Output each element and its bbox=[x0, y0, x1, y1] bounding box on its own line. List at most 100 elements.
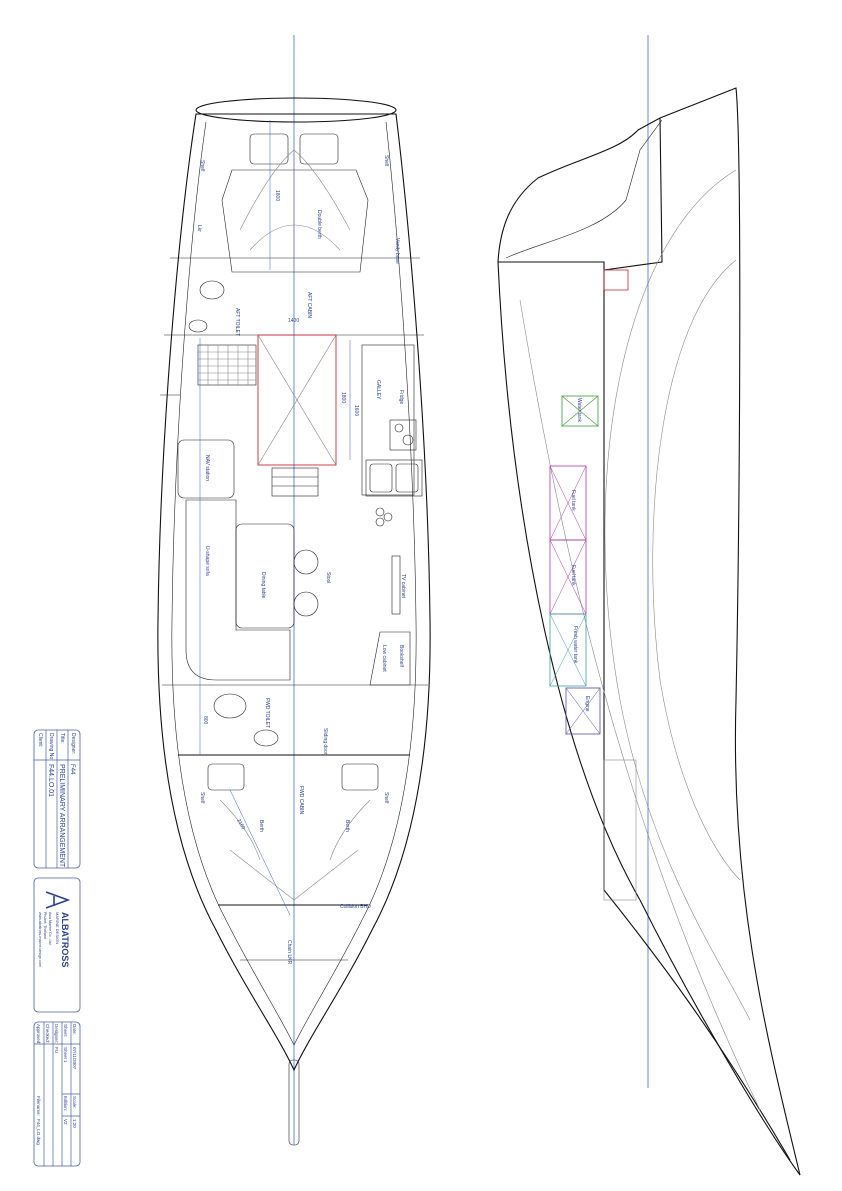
fwd-pillow-stbd bbox=[341, 763, 379, 791]
label-fridge: Fridge bbox=[398, 390, 404, 404]
dim-1: 1800 bbox=[274, 190, 280, 201]
dim-4: 1800 bbox=[340, 392, 346, 403]
label-dining-table: Dining table bbox=[260, 572, 266, 599]
label-fuel-tank-1: Fuel tank bbox=[570, 490, 576, 511]
company-logo bbox=[45, 891, 71, 909]
aft-pillow-stbd bbox=[299, 133, 339, 165]
edition-value: V2 bbox=[63, 1119, 68, 1125]
profile-deck bbox=[498, 117, 663, 271]
label-engine: Engine bbox=[584, 696, 590, 712]
date-value: 07/11/2007 bbox=[72, 1047, 77, 1070]
label-collision-bh: Collision BHD bbox=[340, 904, 371, 910]
low-cabinet bbox=[369, 631, 411, 686]
title-block: Designer: F44 Title: PRELIMINARY ARRANGE… bbox=[33, 729, 81, 869]
bowsprit bbox=[288, 1059, 300, 1146]
fuel-tank-1-box bbox=[549, 465, 587, 541]
label-low-cabinet: Low cabinet bbox=[381, 645, 387, 672]
title-value: PRELIMINARY ARRANGEMENT bbox=[58, 764, 65, 868]
designer2-value: FU bbox=[54, 1047, 59, 1053]
aft-basin bbox=[188, 319, 208, 333]
profile-curve-2 bbox=[652, 259, 741, 881]
checked-label: Checked: bbox=[45, 1024, 50, 1043]
company-block: ALBATROSS MARINE DESIGN Asia Marine Co.,… bbox=[33, 877, 81, 1013]
label-fwd-cabin: FWD CABIN bbox=[298, 786, 304, 814]
dim-2: 1400 bbox=[288, 318, 299, 324]
galley-sink bbox=[365, 459, 423, 497]
label-aft-cabin: AFT CABIN bbox=[306, 292, 312, 318]
engine-compartment bbox=[257, 334, 337, 466]
dim-6: 2160 bbox=[235, 818, 246, 831]
profile-hull bbox=[497, 87, 801, 1176]
nav-station-desk bbox=[177, 439, 235, 499]
company-address-3: www.albatross-marine-design.com bbox=[38, 912, 42, 967]
label-berth-stbd: Berth bbox=[344, 820, 350, 832]
label-shelf-fwd-stbd: Shelf bbox=[383, 155, 389, 167]
water-tank-box bbox=[561, 395, 599, 427]
label-stool: Stool bbox=[325, 572, 331, 583]
label-double-berth: Double berth bbox=[316, 210, 322, 239]
company-subtitle: MARINE DESIGN bbox=[55, 912, 60, 944]
scale-value: 1:20 bbox=[72, 1119, 77, 1128]
filename-label: Filename: bbox=[36, 1096, 41, 1116]
label-shelf-aft-port: Shelf bbox=[199, 792, 205, 804]
deck-inner-line bbox=[171, 121, 417, 1046]
date-label: Date: bbox=[72, 1024, 77, 1035]
dining-table bbox=[235, 523, 295, 629]
filename-value: F44_LO.dwg bbox=[36, 1119, 41, 1145]
drawing-no-value: F44.LO.01 bbox=[47, 764, 54, 797]
sheet-label: Sheet: bbox=[63, 1024, 68, 1037]
label-u-settee: U-shape sofa bbox=[204, 546, 210, 576]
label-tv-cabinet: TV cabinet bbox=[400, 574, 406, 599]
profile-view: Water tank Fuel tank Fuel tank Fresh wat… bbox=[497, 35, 801, 1176]
aft-toilet-bowl bbox=[199, 280, 225, 300]
dim-3: 1600 bbox=[353, 405, 359, 416]
approved-label: Approved: bbox=[36, 1024, 41, 1045]
designer-value: F44 bbox=[69, 764, 75, 775]
fresh-water-tank-box bbox=[549, 613, 587, 687]
stool-2 bbox=[293, 591, 319, 617]
label-shelf-aft-stbd: Shelf bbox=[383, 792, 389, 804]
client-label: Client: bbox=[37, 733, 43, 747]
info-block: Date: 07/11/2007 Scale: 1:20 Sheet: Shee… bbox=[33, 1021, 81, 1167]
aft-berth-folds bbox=[239, 149, 351, 270]
label-fuel-tank-2: Fuel tank bbox=[570, 565, 576, 586]
scale-label: Scale: bbox=[72, 1096, 77, 1109]
title-label: Title: bbox=[59, 733, 65, 744]
company-address-2: Phuket, Thailand bbox=[43, 912, 47, 939]
profile-curve-1 bbox=[604, 169, 751, 1021]
u-shape-settee bbox=[185, 499, 291, 681]
fwd-berth-folds bbox=[219, 799, 371, 901]
hull-outline bbox=[157, 113, 431, 1072]
dim-5: 800 bbox=[202, 716, 208, 725]
fwd-basin bbox=[253, 729, 279, 747]
label-galley: GALLEY bbox=[375, 380, 381, 400]
label-locker-fwd-port: Lkr bbox=[196, 225, 202, 232]
sheet-value: Sheet 1 bbox=[63, 1047, 68, 1063]
label-fwd-toilet: FWD TOILET bbox=[264, 698, 270, 728]
fwd-toilet-bowl bbox=[213, 693, 247, 719]
company-address-1: Asia Marine Co., Ltd. bbox=[48, 912, 52, 946]
engine-box-profile bbox=[565, 687, 601, 735]
label-nav-station: NAV station bbox=[204, 455, 210, 481]
label-aft-toilet: AFT TOILET bbox=[234, 308, 240, 336]
aft-double-berth bbox=[221, 169, 369, 273]
label-water-tank: Water tank bbox=[576, 398, 582, 422]
profile-deck-inner bbox=[505, 119, 663, 259]
label-bookshelf: Bookshelf bbox=[398, 645, 404, 668]
label-chain-locker: Chain LKR bbox=[286, 940, 292, 965]
label-fresh-water-tank: Fresh water tank bbox=[572, 626, 578, 664]
tv-cabinet bbox=[391, 555, 401, 615]
designer2-label: Designer: bbox=[54, 1024, 59, 1043]
edition-label: Edition: bbox=[63, 1096, 68, 1111]
galley-stove bbox=[389, 419, 417, 451]
label-sliding-door: Sliding door bbox=[322, 728, 328, 755]
transom bbox=[195, 97, 397, 123]
plan-labels: Shelf Shelf Lkr Vanity base Double berth… bbox=[196, 155, 406, 965]
profile-keel-line bbox=[603, 270, 791, 1161]
designer-label: Designer: bbox=[70, 733, 76, 754]
company-name: ALBATROSS bbox=[60, 912, 70, 967]
fwd-pillow-port bbox=[207, 763, 245, 791]
label-berth-port: Berth bbox=[258, 820, 264, 832]
stool-1 bbox=[293, 549, 319, 575]
